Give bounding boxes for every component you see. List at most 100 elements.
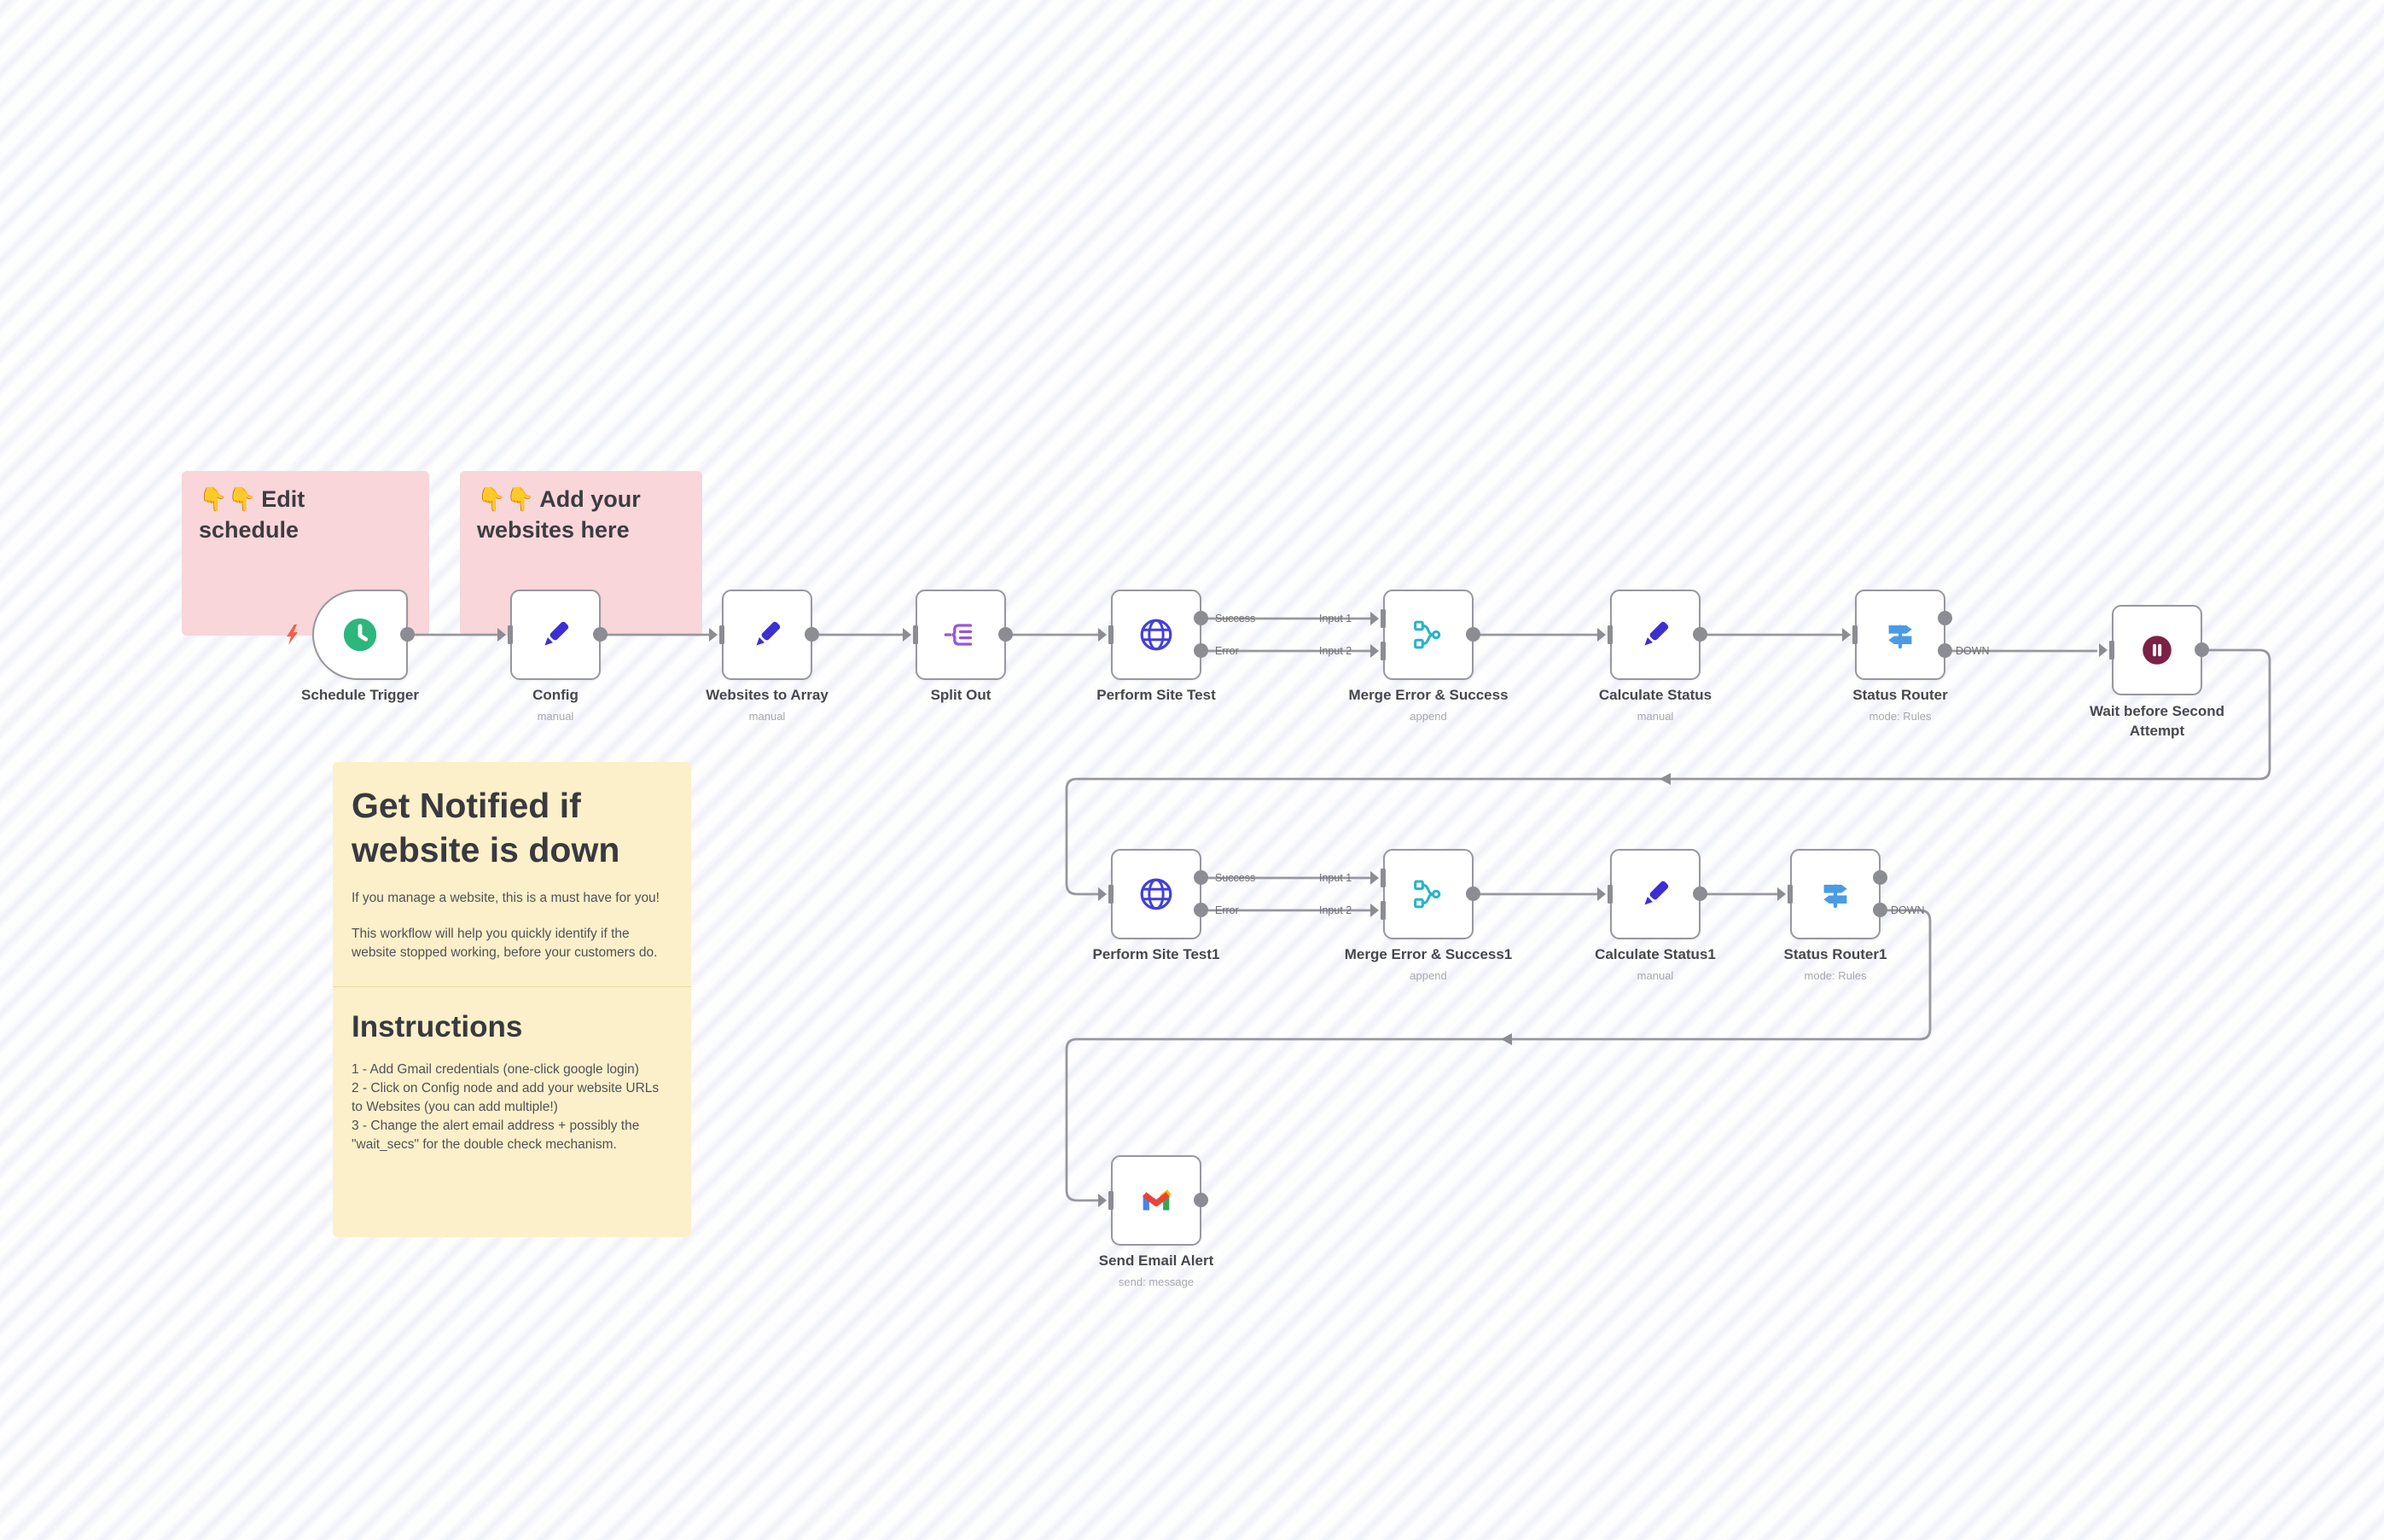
output-port[interactable] [2195, 642, 2209, 657]
instruction-step: 3 - Change the alert email address + pos… [352, 1119, 640, 1153]
pointing-down-emoji: 👇👇 [477, 486, 535, 512]
output-label-down: DOWN [1956, 645, 1990, 657]
output-port-down[interactable] [1873, 903, 1887, 917]
sticky-note-info[interactable]: Get Notified if website is down If you m… [333, 762, 691, 1237]
input-label-1: Input 1 [1319, 613, 1352, 625]
node-title: Status Router1 [1783, 946, 1887, 962]
pencil-icon [512, 591, 599, 678]
input-label-2: Input 2 [1319, 645, 1352, 657]
node-title: Merge Error & Success1 [1344, 946, 1513, 962]
output-port-error[interactable] [1194, 903, 1208, 917]
instruction-step: 2 - Click on Config node and add your we… [352, 1081, 660, 1115]
output-port-up[interactable] [1873, 870, 1887, 885]
node-title: Wait before Second Attempt [2089, 703, 2225, 739]
gmail-icon [1113, 1157, 1200, 1244]
merge-icon [1385, 851, 1472, 938]
node-subtitle: manual [537, 710, 574, 723]
node-subtitle: append [1410, 710, 1447, 723]
sticky-title-text: Edit schedule [199, 486, 305, 543]
node-config[interactable]: Config manual [497, 590, 608, 723]
note-paragraph: This workflow will help you quickly iden… [352, 927, 658, 961]
node-title: Merge Error & Success [1348, 687, 1509, 703]
wire-direction-arrow [1660, 773, 1671, 785]
node-status-router1[interactable]: Status Router1 mode: Rules [1777, 849, 1887, 982]
node-calculate-status1[interactable]: Calculate Status1 manual [1595, 849, 1716, 982]
node-schedule-trigger[interactable]: Schedule Trigger [301, 590, 419, 703]
node-merge-error-success[interactable]: Merge Error & Success append [1348, 590, 1509, 723]
sticky-note-edit-schedule[interactable]: 👇👇Edit schedule [182, 471, 429, 636]
output-port[interactable] [1693, 627, 1707, 642]
clock-icon [314, 591, 406, 678]
node-wait-before-second-attempt[interactable]: Wait before Second Attempt [2090, 605, 2224, 739]
node-subtitle: manual [748, 710, 786, 723]
output-port[interactable] [805, 627, 819, 642]
split-out-icon [917, 591, 1004, 678]
node-calculate-status[interactable]: Calculate Status manual [1597, 590, 1712, 723]
pointing-down-emoji: 👇👇 [199, 486, 257, 512]
node-subtitle: manual [1637, 710, 1674, 723]
output-port[interactable] [593, 627, 608, 642]
node-title: Split Out [930, 687, 991, 703]
node-title: Perform Site Test1 [1092, 946, 1220, 962]
note-heading: Get Notified if website is down [352, 786, 620, 869]
sticky-heading: 👇👇Add your websites here [477, 485, 673, 546]
node-split-out[interactable]: Split Out [903, 590, 1013, 703]
node-title: Send Email Alert [1098, 1252, 1214, 1269]
connection-wire [1065, 909, 1932, 1202]
output-port-error[interactable] [1194, 643, 1208, 658]
node-title: Calculate Status1 [1595, 946, 1716, 962]
node-subtitle: send: message [1118, 1276, 1195, 1288]
node-merge-error-success1[interactable]: Merge Error & Success1 append [1345, 849, 1512, 982]
node-title: Config [532, 687, 579, 703]
node-websites-to-array[interactable]: Websites to Array manual [706, 590, 829, 723]
sticky-title-text: Add your websites here [477, 486, 641, 543]
output-port-up[interactable] [1938, 611, 1952, 625]
pencil-icon [724, 591, 811, 678]
node-subtitle: mode: Rules [1869, 710, 1932, 723]
node-perform-site-test1[interactable]: Perform Site Test1 [1093, 849, 1219, 962]
node-subtitle: append [1410, 969, 1447, 982]
output-label-success: Success [1215, 613, 1256, 625]
node-title: Status Router [1852, 687, 1948, 703]
node-send-email-alert[interactable]: Send Email Alert send: message [1098, 1155, 1213, 1288]
note-paragraph: If you manage a website, this is a must … [352, 891, 660, 906]
node-title: Perform Site Test [1096, 687, 1216, 703]
globe-icon [1113, 591, 1200, 678]
globe-icon [1113, 851, 1200, 938]
wire-direction-arrow [1501, 1033, 1512, 1045]
output-port-success[interactable] [1194, 870, 1208, 885]
instruction-step: 1 - Add Gmail credentials (one-click goo… [352, 1062, 639, 1078]
node-subtitle: mode: Rules [1804, 969, 1867, 982]
node-title: Websites to Array [706, 687, 829, 703]
pencil-icon [1612, 851, 1699, 938]
merge-icon [1385, 591, 1472, 678]
instructions-heading: Instructions [352, 1010, 523, 1044]
output-label-error: Error [1215, 645, 1239, 657]
signpost-icon [1792, 851, 1879, 938]
output-port[interactable] [1194, 1193, 1208, 1207]
node-subtitle: manual [1637, 969, 1674, 982]
node-perform-site-test[interactable]: Perform Site Test [1096, 590, 1216, 703]
output-port[interactable] [1466, 886, 1480, 901]
output-port-success[interactable] [1194, 611, 1208, 625]
input-label-2: Input 2 [1319, 904, 1352, 916]
pause-icon [2114, 607, 2201, 694]
node-title: Calculate Status [1598, 687, 1712, 703]
node-status-router[interactable]: Status Router mode: Rules [1842, 590, 1952, 723]
sticky-heading: 👇👇Edit schedule [199, 485, 382, 546]
output-label-down: DOWN [1891, 904, 1925, 916]
input-label-1: Input 1 [1319, 872, 1352, 884]
signpost-icon [1857, 591, 1944, 678]
pencil-icon [1612, 591, 1699, 678]
output-port[interactable] [1693, 886, 1707, 901]
output-label-success: Success [1215, 872, 1256, 884]
output-port-down[interactable] [1938, 643, 1952, 658]
output-label-error: Error [1215, 904, 1239, 916]
output-port[interactable] [400, 627, 415, 642]
output-port[interactable] [998, 627, 1013, 642]
output-port[interactable] [1466, 627, 1480, 642]
note-divider [333, 986, 691, 988]
trigger-bolt-icon [287, 625, 298, 645]
